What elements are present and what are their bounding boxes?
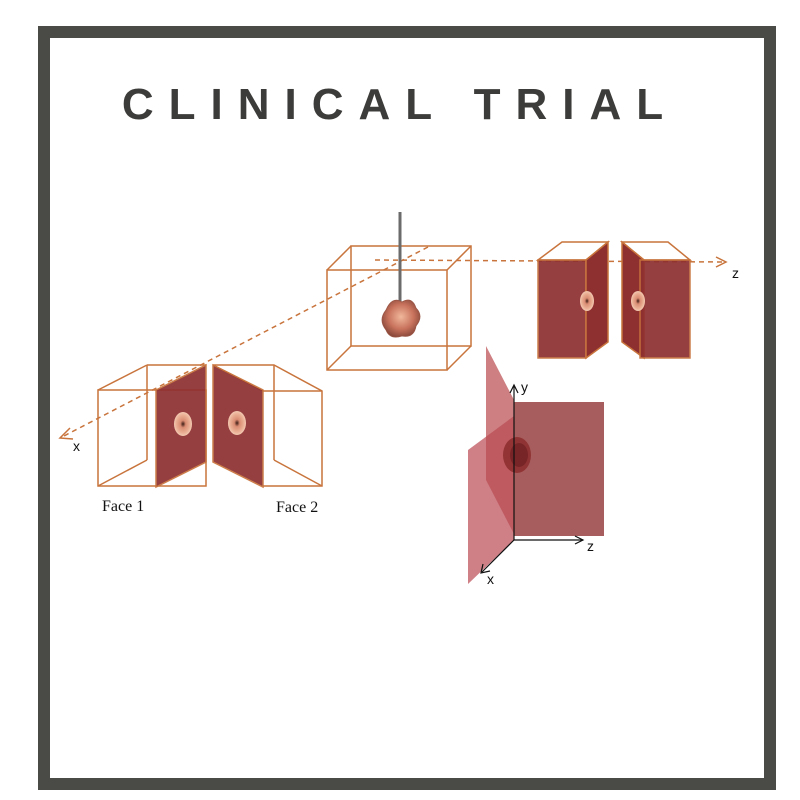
axis-x-label: x: [487, 571, 494, 587]
page-title: CLINICAL TRIAL: [121, 80, 679, 129]
face-2-plane: [212, 363, 264, 489]
split-block-left: [97, 364, 323, 487]
face-2-label: Face 2: [276, 499, 318, 516]
dashed-z-axis-label: z: [732, 265, 739, 281]
split-block-right: [535, 240, 693, 360]
face-1-plane: [155, 363, 207, 489]
axis-x: [480, 539, 515, 574]
dashed-x-axis: [58, 246, 429, 440]
orthogonal-planes: [468, 346, 604, 584]
axis-z: [514, 535, 585, 545]
specimen-cube: [326, 245, 472, 371]
axis-y-label: y: [521, 379, 528, 395]
face-1-label: Face 1: [102, 498, 144, 515]
axis-z-label: z: [587, 538, 594, 554]
dashed-x-axis-label: x: [73, 438, 80, 454]
axis-y: [509, 383, 519, 540]
tumor-tissue-icon: [381, 299, 421, 338]
